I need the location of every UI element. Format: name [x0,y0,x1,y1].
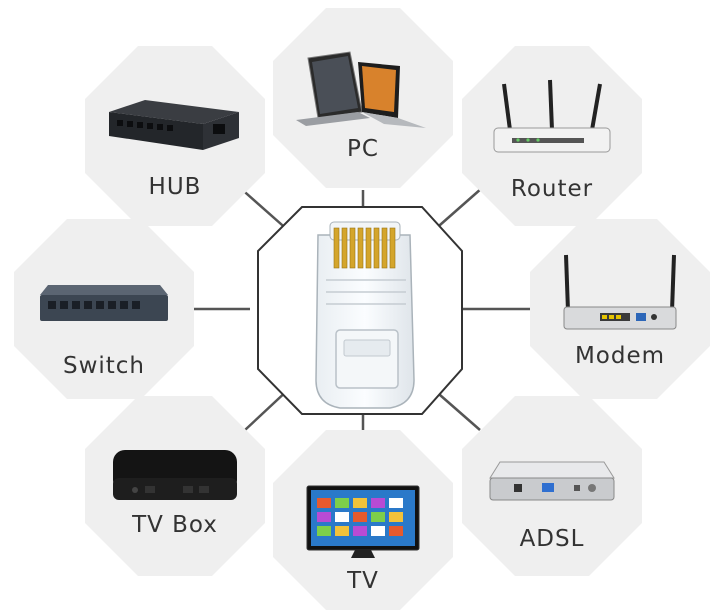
adsl-icon [489,461,615,501]
connector-hub [237,185,291,233]
modem-icon [563,254,677,330]
node-hub: HUB [85,46,265,226]
node-label: ADSL [519,526,585,552]
tv-icon [306,485,420,558]
switch-icon [40,285,168,321]
node-tv: TV [273,430,453,610]
hub-icon [109,100,239,150]
node-label: TV [347,568,379,594]
node-label: HUB [148,174,202,200]
node-label: Switch [62,353,146,379]
node-adsl: ADSL [462,396,642,576]
node-label: PC [347,136,379,162]
node-label: Router [510,176,594,202]
node-label: Modem [574,343,666,369]
node-tvbox: TV Box [85,396,265,576]
tv-box-icon [113,450,237,500]
node-pc: PC [273,8,453,188]
node-modem: Modem [530,219,710,399]
connector-router [431,187,483,233]
router-icon [493,79,611,153]
node-switch: Switch [14,219,194,399]
node-router: Router [462,46,642,226]
node-label: TV Box [132,512,218,538]
laptop-icon [296,51,426,128]
